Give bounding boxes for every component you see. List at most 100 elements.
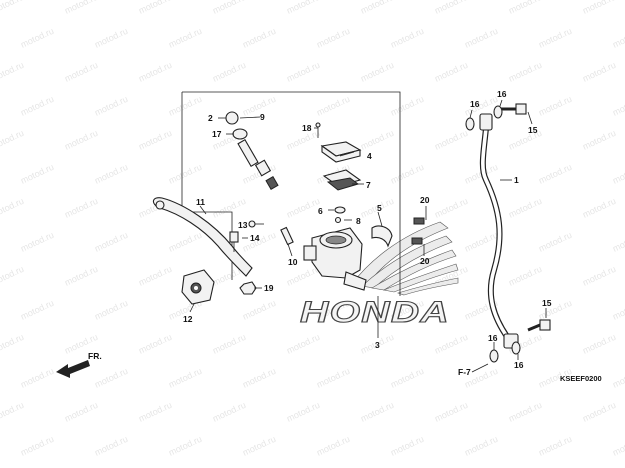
- watermark-text: motod.ru: [137, 128, 173, 152]
- watermark-text: motod.ru: [241, 366, 277, 390]
- watermark-text: motod.ru: [93, 94, 129, 118]
- watermark-text: motod.ru: [611, 26, 625, 50]
- watermark-text: motod.ru: [63, 0, 99, 16]
- banjo-bolt-bottom: [527, 319, 551, 332]
- watermark-text: motod.ru: [389, 94, 425, 118]
- watermark-text: motod.ru: [63, 196, 99, 220]
- honda-wing-logo: [351, 221, 459, 296]
- watermark-text: motod.ru: [137, 60, 173, 84]
- watermark-text: motod.ru: [285, 332, 321, 356]
- adjuster-screw: [248, 220, 294, 246]
- callout-8: 8: [356, 216, 361, 226]
- watermark-text: motod.ru: [537, 94, 573, 118]
- callout-16-c: 16: [488, 333, 498, 343]
- callout-13: 13: [238, 220, 248, 230]
- watermark-text: motod.ru: [315, 94, 351, 118]
- watermark-text: motod.ru: [167, 434, 203, 458]
- watermark-text: motod.ru: [537, 26, 573, 50]
- front-direction-indicator: FR.: [56, 351, 102, 378]
- watermark-text: motod.ru: [433, 60, 469, 84]
- watermark-text: motod.ru: [241, 434, 277, 458]
- watermark-text: motod.ru: [389, 366, 425, 390]
- watermark-text: motod.ru: [211, 400, 247, 424]
- watermark-text: motod.ru: [611, 94, 625, 118]
- diaphragm: [322, 169, 362, 191]
- callout-11: 11: [196, 197, 205, 207]
- watermark-text: motod.ru: [19, 298, 55, 322]
- piston-set: [225, 111, 279, 191]
- watermark-text: motod.ru: [507, 196, 543, 220]
- watermark-text: motod.ru: [537, 230, 573, 254]
- callout-4: 4: [367, 151, 372, 161]
- watermark-text: motod.ru: [581, 332, 617, 356]
- callout-9: 9: [260, 112, 265, 122]
- watermark-text: motod.ru: [359, 400, 395, 424]
- callout-10: 10: [288, 257, 298, 267]
- watermark-text: motod.ru: [581, 400, 617, 424]
- watermark-text: motod.ru: [93, 434, 129, 458]
- watermark-text: motod.ru: [211, 0, 247, 16]
- watermark-text: motod.ru: [611, 366, 625, 390]
- reservoir-cap: [320, 141, 362, 163]
- lever-holder: [181, 269, 215, 305]
- banjo-bolt-top: [500, 103, 527, 115]
- callout-19: 19: [264, 283, 274, 293]
- callout-14: 14: [250, 233, 260, 243]
- watermark-text: motod.ru: [611, 434, 625, 458]
- watermark-text: motod.ru: [0, 264, 25, 288]
- watermark-text: motod.ru: [537, 434, 573, 458]
- brake-hose: [479, 113, 519, 349]
- watermark-text: motod.ru: [0, 128, 25, 152]
- brand-text: HONDA: [300, 296, 450, 329]
- watermark-text: motod.ru: [19, 26, 55, 50]
- holder-bolts: [411, 217, 425, 245]
- watermark-text: motod.ru: [463, 434, 499, 458]
- watermark-text: motod.ru: [137, 332, 173, 356]
- watermark-text: motod.ru: [463, 26, 499, 50]
- watermark-text: motod.ru: [581, 60, 617, 84]
- watermark-text: motod.ru: [211, 332, 247, 356]
- watermark-text: motod.ru: [285, 0, 321, 16]
- watermark-text: motod.ru: [241, 26, 277, 50]
- callout-7: 7: [366, 180, 371, 190]
- callout-15-top: 15: [528, 125, 538, 135]
- callout-17: 17: [212, 129, 222, 139]
- watermark-text: motod.ru: [93, 230, 129, 254]
- callout-12: 12: [183, 314, 193, 324]
- watermark-text: motod.ru: [167, 94, 203, 118]
- watermark-text: motod.ru: [359, 128, 395, 152]
- watermark-text: motod.ru: [507, 60, 543, 84]
- callout-16-b: 16: [497, 89, 507, 99]
- watermark-text: motod.ru: [19, 230, 55, 254]
- watermark-text: motod.ru: [167, 26, 203, 50]
- watermark-text: motod.ru: [137, 0, 173, 16]
- watermark-text: motod.ru: [63, 128, 99, 152]
- watermark-text: motod.ru: [507, 0, 543, 16]
- watermark-text: motod.ru: [137, 400, 173, 424]
- watermark-text: motod.ru: [285, 400, 321, 424]
- watermark-text: motod.ru: [611, 298, 625, 322]
- watermark-text: motod.ru: [433, 0, 469, 16]
- watermark-text: motod.ru: [315, 26, 351, 50]
- watermark-text: motod.ru: [433, 400, 469, 424]
- watermark-text: motod.ru: [285, 60, 321, 84]
- watermark-text: motod.ru: [389, 434, 425, 458]
- watermark-text: motod.ru: [0, 60, 25, 84]
- watermark-text: motod.ru: [0, 0, 25, 16]
- callout-20-b: 20: [420, 256, 430, 266]
- watermark-text: motod.ru: [433, 196, 469, 220]
- watermark-text: motod.ru: [19, 94, 55, 118]
- watermark-text: motod.ru: [433, 128, 469, 152]
- watermark-text: motod.ru: [241, 298, 277, 322]
- watermark-text: motod.ru: [63, 264, 99, 288]
- watermark-text: motod.ru: [93, 162, 129, 186]
- watermark-text: motod.ru: [19, 162, 55, 186]
- callout-5: 5: [377, 203, 382, 213]
- watermark-text: motod.ru: [167, 230, 203, 254]
- watermark-text: motod.ru: [611, 230, 625, 254]
- watermark-text: motod.ru: [167, 162, 203, 186]
- callout-20-a: 20: [420, 195, 430, 205]
- watermark-text: motod.ru: [285, 196, 321, 220]
- watermark-text: motod.ru: [581, 0, 617, 16]
- watermark-text: motod.ru: [507, 400, 543, 424]
